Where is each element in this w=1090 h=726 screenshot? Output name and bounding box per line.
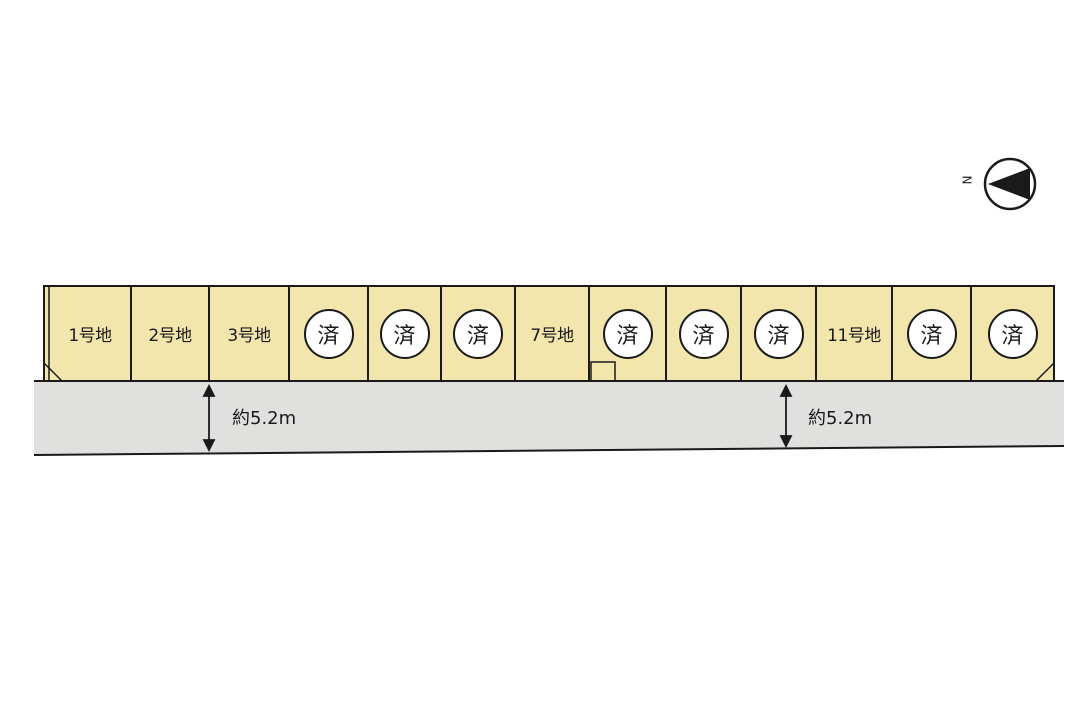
road-edge-bottom — [33, 445, 1065, 456]
corner-cut-left — [43, 362, 63, 382]
sold-badge: 済 — [602, 308, 653, 359]
sold-badge: 済 — [678, 308, 729, 359]
sold-badge: 済 — [906, 308, 957, 359]
road — [34, 381, 1064, 455]
plot-12[interactable]: 済 — [892, 287, 971, 380]
plot-1[interactable]: 1号地 — [49, 287, 131, 380]
road-width-arrow-left — [202, 383, 216, 453]
sold-badge: 済 — [753, 308, 804, 359]
plot-label: 11号地 — [827, 326, 881, 346]
north-label: N — [959, 175, 974, 185]
plot-label: 3号地 — [227, 326, 271, 346]
plot-strip — [43, 285, 1055, 382]
plot-2[interactable]: 2号地 — [131, 287, 209, 380]
corner-cut-right — [1035, 362, 1055, 382]
sold-badge: 済 — [379, 308, 430, 359]
road-width-label-left: 約5.2m — [232, 408, 297, 429]
plot-11[interactable]: 11号地 — [816, 287, 892, 380]
plot-dividers — [130, 286, 972, 381]
plot-5[interactable]: 済 — [368, 287, 441, 380]
plot-6[interactable]: 済 — [441, 287, 515, 380]
sold-badge: 済 — [987, 308, 1038, 359]
plot-4[interactable]: 済 — [289, 287, 368, 380]
plot-label: 7号地 — [530, 326, 574, 346]
plot-8[interactable]: 済 — [589, 287, 666, 380]
plot-9[interactable]: 済 — [666, 287, 741, 380]
sold-badge: 済 — [303, 308, 354, 359]
plot-label: 2号地 — [148, 326, 192, 346]
plot-3[interactable]: 3号地 — [209, 287, 289, 380]
road-width-arrow-right — [779, 383, 793, 449]
north-arrow-icon — [983, 157, 1037, 211]
plot-10[interactable]: 済 — [741, 287, 816, 380]
plot-7[interactable]: 7号地 — [515, 287, 589, 380]
utility-box — [590, 361, 616, 382]
plot-label: 1号地 — [68, 326, 112, 346]
sold-badge: 済 — [453, 308, 503, 359]
plot-13[interactable]: 済 — [971, 287, 1054, 380]
road-width-label-right: 約5.2m — [808, 408, 873, 429]
